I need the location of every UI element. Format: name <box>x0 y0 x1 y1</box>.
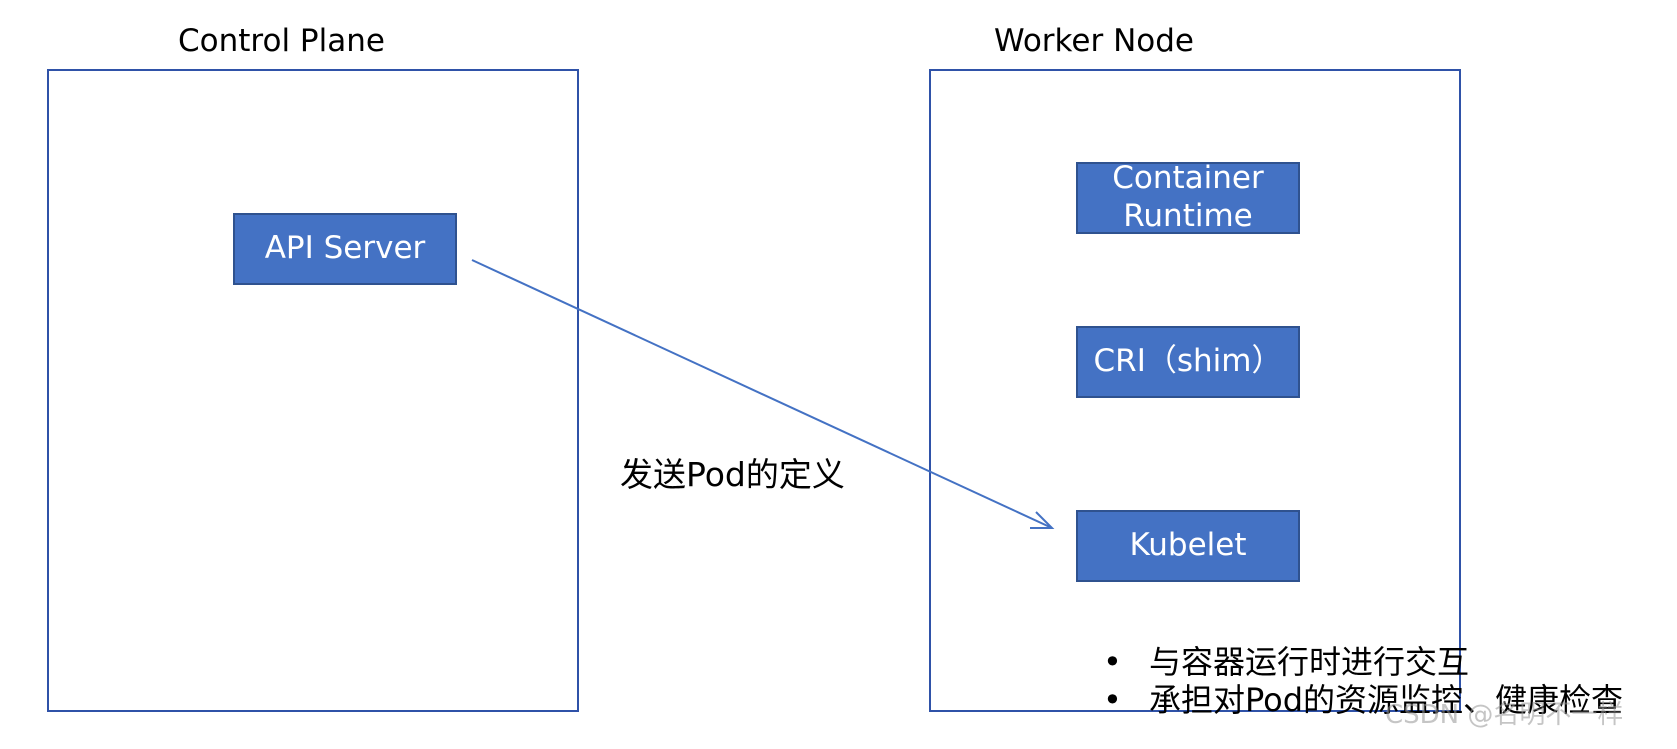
cri-shim-label: CRI（shim） <box>1093 343 1283 380</box>
container-runtime-label-line1: Container <box>1112 162 1264 197</box>
cri-shim-box: CRI（shim） <box>1076 326 1300 398</box>
kubelet-note-item: 与容器运行时进行交互 <box>1103 643 1623 682</box>
watermark: CSDN @名明不一样 <box>1385 700 1624 730</box>
container-runtime-box: Container Runtime <box>1076 162 1300 234</box>
arrow-label: 发送Pod的定义 <box>620 455 845 494</box>
kubelet-note-item: 承担对Pod的资源监控、健康检查 <box>1103 681 1623 720</box>
container-runtime-label-line2: Runtime <box>1123 198 1253 234</box>
api-server-label: API Server <box>264 230 426 267</box>
control-plane-title: Control Plane <box>178 23 385 59</box>
kubelet-box: Kubelet <box>1076 510 1300 582</box>
control-plane-frame <box>47 69 579 712</box>
kubelet-notes-list: 与容器运行时进行交互 承担对Pod的资源监控、健康检查 <box>1103 643 1623 720</box>
api-server-box: API Server <box>233 213 457 285</box>
worker-node-title: Worker Node <box>994 23 1194 59</box>
kubelet-label: Kubelet <box>1129 527 1247 564</box>
